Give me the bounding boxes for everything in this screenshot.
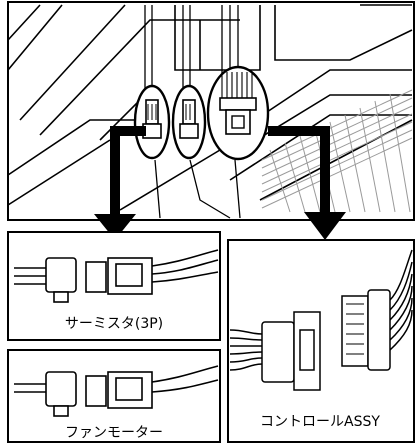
control-assy-connector-drawing	[229, 249, 413, 391]
fan-motor-label: ファンモーター	[65, 425, 163, 441]
connector-callout-fan-motor	[171, 84, 207, 160]
thermistor-connector-panel: サーミスタ(3P)	[7, 231, 221, 341]
wire-harness	[144, 5, 241, 219]
thermistor-connector-drawing	[14, 249, 219, 303]
fan-motor-connector-panel: ファンモーター	[7, 349, 221, 443]
connector-callout-thermistor	[133, 84, 171, 160]
fan-motor-connector-drawing	[14, 365, 219, 417]
thermistor-label: サーミスタ(3P)	[65, 316, 163, 332]
control-assy-connector-panel: コントロールASSY	[227, 239, 415, 443]
unit-interior-illustration	[7, 1, 415, 240]
connector-callout-control-assy	[206, 65, 270, 161]
pointer-arrows	[94, 126, 346, 240]
control-assy-label: コントロールASSY	[260, 414, 380, 430]
heat-exchanger-grille	[261, 89, 413, 213]
